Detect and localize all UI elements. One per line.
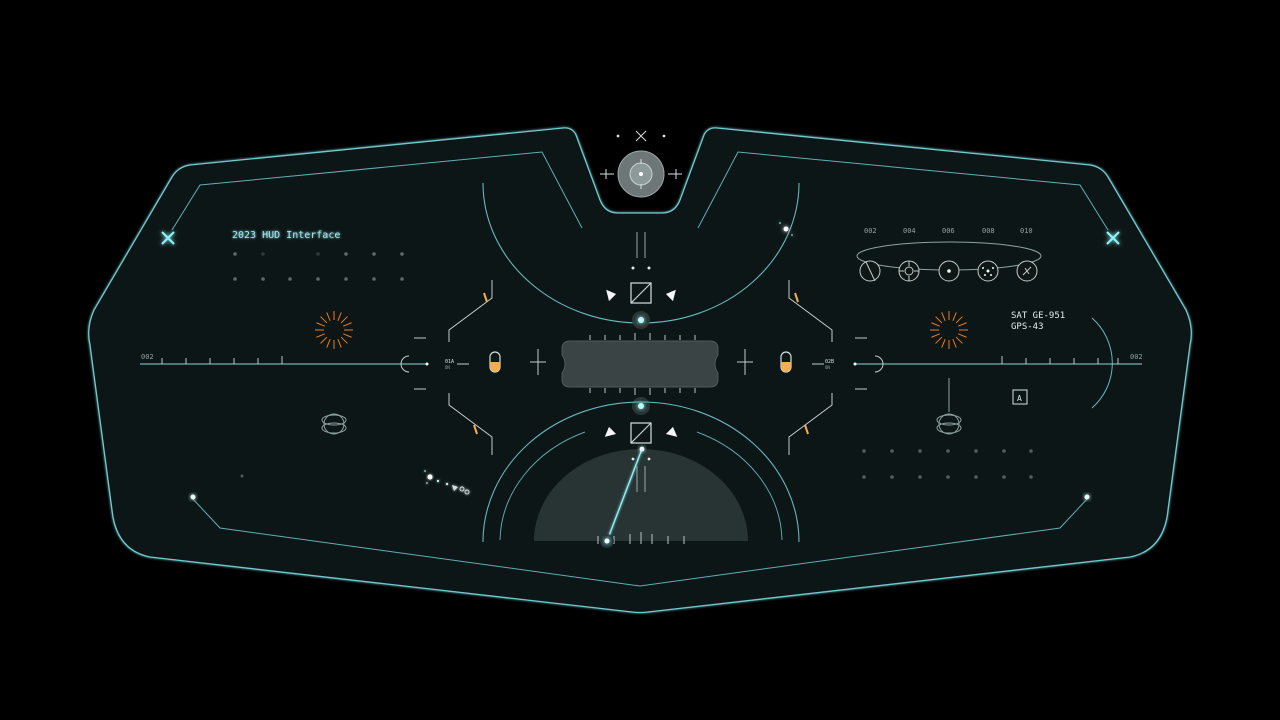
burst-ray (952, 312, 957, 321)
right-channel-label: 02B (825, 359, 834, 365)
right-scale-label: 002 (1130, 353, 1143, 361)
left-bracket (448, 280, 493, 455)
right-dot-grid (862, 449, 1033, 479)
left-scale-ticks (161, 356, 283, 364)
right-pill-indicator[interactable] (780, 351, 792, 373)
orbit-tick-label: 004 (903, 227, 916, 235)
lower-center-dot (638, 403, 644, 409)
side-dashes (414, 337, 867, 390)
burst-ray (337, 312, 342, 321)
left-channel-label: 01A (445, 359, 454, 365)
burst-ray (955, 316, 963, 324)
burst-ray (316, 322, 325, 327)
right-side-arc (1091, 317, 1113, 409)
page-title: 2023 HUD Interface (232, 230, 340, 241)
right-cross-mark (737, 349, 753, 375)
left-scale-cap (400, 355, 410, 373)
left-pill-indicator[interactable] (489, 351, 501, 373)
right-coil-icon (936, 378, 962, 435)
right-bracket (788, 280, 833, 455)
gps-id: GPS-43 (1011, 322, 1044, 332)
corner-dot-right (1084, 494, 1090, 500)
burst-ray (941, 339, 946, 348)
burst-ray (343, 333, 352, 338)
orbit-icons (859, 260, 1038, 282)
orbit-scatter-icon (977, 260, 999, 282)
gauge-needle (606, 448, 643, 542)
burst-ray (958, 333, 967, 338)
upper-sparkle (779, 222, 793, 236)
right-channel-status: ON (825, 365, 830, 370)
satellite-id: SAT GE-951 (1011, 311, 1065, 321)
upper-box-marker (606, 282, 676, 304)
burst-ray (955, 336, 963, 344)
burst-ray (326, 312, 331, 321)
burst-ray (337, 339, 342, 348)
burst-ray (941, 312, 946, 321)
burst-ray (326, 339, 331, 348)
left-dot-trail (424, 470, 470, 495)
radial-burst-icon (930, 311, 968, 349)
right-scale-ticks (1001, 356, 1119, 364)
left-dot-grid (233, 252, 404, 281)
lower-inner-arc-right (696, 431, 783, 541)
upper-center-dot (638, 317, 644, 323)
right-scale-cap (874, 355, 884, 373)
burst-ray (343, 322, 352, 327)
burst-ray (935, 336, 943, 344)
bracket-orange-marks (473, 292, 809, 435)
cross-marker-icon (161, 231, 175, 245)
crosshair-icon[interactable] (600, 130, 682, 198)
gauge-marks (636, 466, 646, 492)
burst-ray (931, 333, 940, 338)
burst-ray (340, 336, 348, 344)
lower-outer-arc (482, 401, 800, 543)
lower-box-marker (604, 422, 678, 444)
radial-burst-icon (315, 311, 353, 349)
mode-indicator[interactable]: A (1012, 389, 1028, 405)
left-scale-label: 002 (141, 353, 154, 361)
orbit-dot-icon (938, 260, 960, 282)
gauge-semicircle (534, 449, 748, 541)
gauge-ticks (597, 532, 685, 544)
burst-ray (958, 322, 967, 327)
burst-ray (320, 336, 328, 344)
inner-frame-lines (171, 151, 1109, 587)
left-cross-mark (530, 349, 546, 375)
left-channel-status: ON (445, 365, 450, 370)
burst-ray (316, 333, 325, 338)
burst-ray (320, 316, 328, 324)
orbit-spark-icon (1016, 260, 1038, 282)
capsule-ticks (589, 333, 696, 395)
orbit-tick-label: 008 (982, 227, 995, 235)
orbit-tick-label: 006 (942, 227, 955, 235)
burst-ray (340, 316, 348, 324)
lower-inner-arc-left (499, 431, 586, 541)
center-vertical-marks (636, 232, 646, 258)
orbit-tick-label: 010 (1020, 227, 1033, 235)
burst-ray (952, 339, 957, 348)
gauge-needle-base (604, 538, 610, 544)
burst-ray (931, 322, 940, 327)
corner-dot-left (190, 494, 196, 500)
orbit-slash-icon (859, 260, 881, 282)
left-coil-icon (321, 413, 347, 435)
target-reticle-icon (898, 260, 920, 282)
orbit-tick-label: 002 (864, 227, 877, 235)
burst-ray (935, 316, 943, 324)
center-capsule (561, 340, 719, 388)
mode-label: A (1017, 394, 1022, 403)
gauge-needle-tip (639, 446, 645, 452)
cross-marker-icon (1106, 231, 1120, 245)
